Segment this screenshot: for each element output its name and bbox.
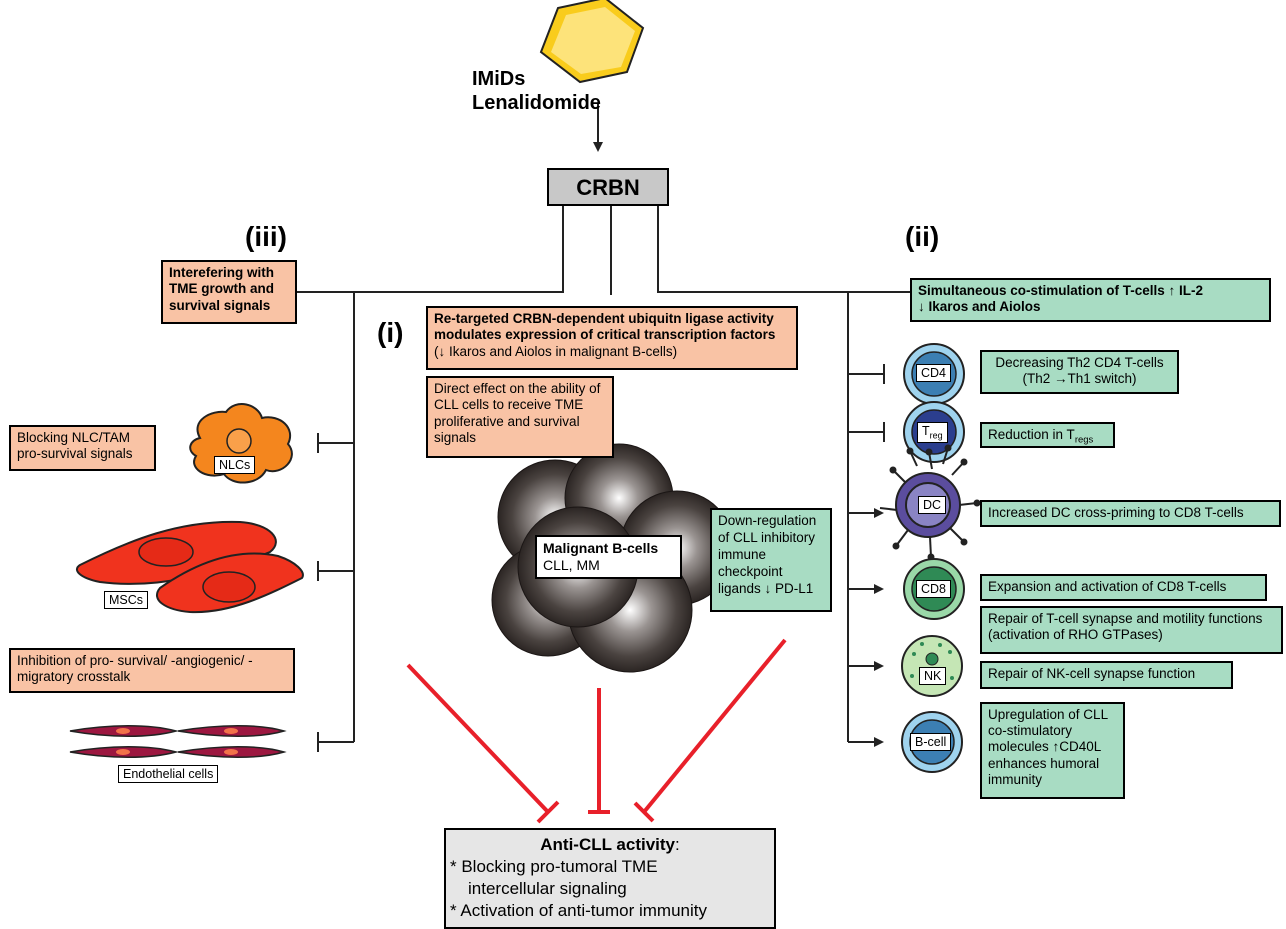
- drug-label: IMiDs Lenalidomide: [472, 67, 601, 115]
- outcome-title: Anti-CLL activity: [540, 835, 676, 854]
- outcome-title-row: Anti-CLL activity:: [450, 834, 770, 856]
- inhibition-text: Inhibition of pro- survival/ -angiogenic…: [17, 653, 253, 685]
- cd4-tag: CD4: [916, 364, 952, 383]
- direct-effect-text: Direct effect on the ability of CLL cell…: [434, 381, 601, 446]
- nk-tag: NK: [919, 667, 947, 686]
- rho-effect-text: Repair of T-cell synapse and motility fu…: [988, 611, 1263, 643]
- blocking-nlc-text: Blocking NLC/TAM pro-survival signals: [17, 430, 133, 462]
- nlc-nucleus-icon: [226, 428, 252, 454]
- cd8-effect-text: Expansion and activation of CD8 T-cells: [988, 579, 1227, 594]
- downreg-box: Down-regulation of CLL inhibitory immune…: [710, 508, 832, 612]
- treg-tag-sub: reg: [929, 430, 943, 441]
- cd4-effect-line2: (Th2 →Th1 switch): [1022, 371, 1137, 387]
- mechanism-i-box: Re-targeted CRBN-dependent ubiquitn liga…: [426, 306, 798, 370]
- nk-effect-text: Repair of NK-cell synapse function: [988, 666, 1196, 681]
- cd4-effect-line1: Decreasing Th2 CD4 T-cells: [995, 355, 1164, 370]
- outcome-item1-line1: * Blocking pro-tumoral TME: [450, 857, 658, 877]
- outcome-item1-line2: intercellular signaling: [468, 879, 627, 899]
- dc-effect-box: Increased DC cross-priming to CD8 T-cell…: [980, 500, 1281, 527]
- nlc-tag: NLCs: [214, 456, 256, 475]
- inhibition-box: Inhibition of pro- survival/ -angiogenic…: [9, 648, 295, 693]
- drug-label-line1: IMiDs: [472, 68, 526, 90]
- left-inhibition-lines: [317, 433, 354, 752]
- blocking-nlc-box: Blocking NLC/TAM pro-survival signals: [9, 425, 156, 471]
- treg-effect-sub: regs: [1074, 434, 1094, 446]
- red-inhibition-lines: [406, 638, 787, 824]
- malignant-sub: CLL, MM: [543, 557, 600, 574]
- outcome-colon: :: [675, 835, 680, 854]
- outcome-box: Anti-CLL activity: * Blocking pro-tumora…: [444, 828, 776, 929]
- mechanism-iii-box: Interefering with TME growth and surviva…: [161, 260, 297, 324]
- mechanism-i-title: Re-targeted CRBN-dependent ubiquitn liga…: [434, 311, 776, 343]
- dc-effect-text: Increased DC cross-priming to CD8 T-cell…: [988, 505, 1244, 520]
- crbn-label: CRBN: [576, 175, 640, 200]
- mechanism-ii-box: Simultaneous co-stimulation of T-cells ↑…: [910, 278, 1271, 322]
- mechanism-iii-text: Interefering with TME growth and surviva…: [169, 265, 275, 313]
- bcell-tag: B-cell: [910, 733, 952, 752]
- numeral-ii: (ii): [905, 221, 940, 252]
- right-branch-lines: [848, 364, 885, 442]
- downreg-text: Down-regulation of CLL inhibitory immune…: [718, 513, 817, 596]
- msc-nucleus-1-icon: [138, 537, 194, 567]
- treg-effect-main: Reduction in T: [988, 427, 1075, 442]
- nk-effect-box: Repair of NK-cell synapse function: [980, 661, 1233, 689]
- treg-tag-main: T: [922, 424, 930, 438]
- crbn-box: CRBN: [547, 168, 669, 206]
- msc-tag: MSCs: [104, 591, 149, 610]
- direct-effect-box: Direct effect on the ability of CLL cell…: [426, 376, 614, 458]
- msc-nucleus-2-icon: [202, 571, 256, 603]
- treg-tag: Treg: [917, 422, 948, 444]
- drug-label-line2: Lenalidomide: [472, 92, 601, 114]
- numeral-iii: (iii): [245, 221, 287, 252]
- treg-effect-box: Reduction in Tregs: [980, 422, 1115, 448]
- cd8-tag: CD8: [916, 580, 952, 599]
- bcell-effect-box: Upregulation of CLL co-stimulatory molec…: [980, 702, 1125, 799]
- cd4-effect-box: Decreasing Th2 CD4 T-cells (Th2 →Th1 swi…: [980, 350, 1179, 394]
- nk-cell-icon: [901, 635, 963, 697]
- mechanism-ii-line1: Simultaneous co-stimulation of T-cells ↑…: [918, 283, 1204, 298]
- dc-tag: DC: [918, 496, 947, 515]
- mechanism-i-note: (↓ Ikaros and Aiolos in malignant B-cell…: [434, 343, 678, 359]
- endothelial-tag: Endothelial cells: [118, 765, 219, 784]
- malignant-title: Malignant B-cells: [543, 540, 659, 556]
- bcell-effect-text: Upregulation of CLL co-stimulatory molec…: [988, 707, 1108, 787]
- rho-effect-box: Repair of T-cell synapse and motility fu…: [980, 606, 1283, 654]
- right-activation-arrows: [848, 508, 884, 747]
- endothelial-cells-icon: [69, 725, 287, 758]
- cd8-effect-box: Expansion and activation of CD8 T-cells: [980, 574, 1267, 601]
- malignant-label-box: Malignant B-cells CLL, MM: [535, 535, 682, 579]
- outcome-item2: * Activation of anti-tumor immunity: [450, 901, 707, 921]
- mechanism-ii-line2: ↓ Ikaros and Aiolos: [918, 299, 1041, 315]
- numeral-i: (i): [377, 317, 404, 348]
- drug-hexagon-inner-icon: [551, 7, 635, 74]
